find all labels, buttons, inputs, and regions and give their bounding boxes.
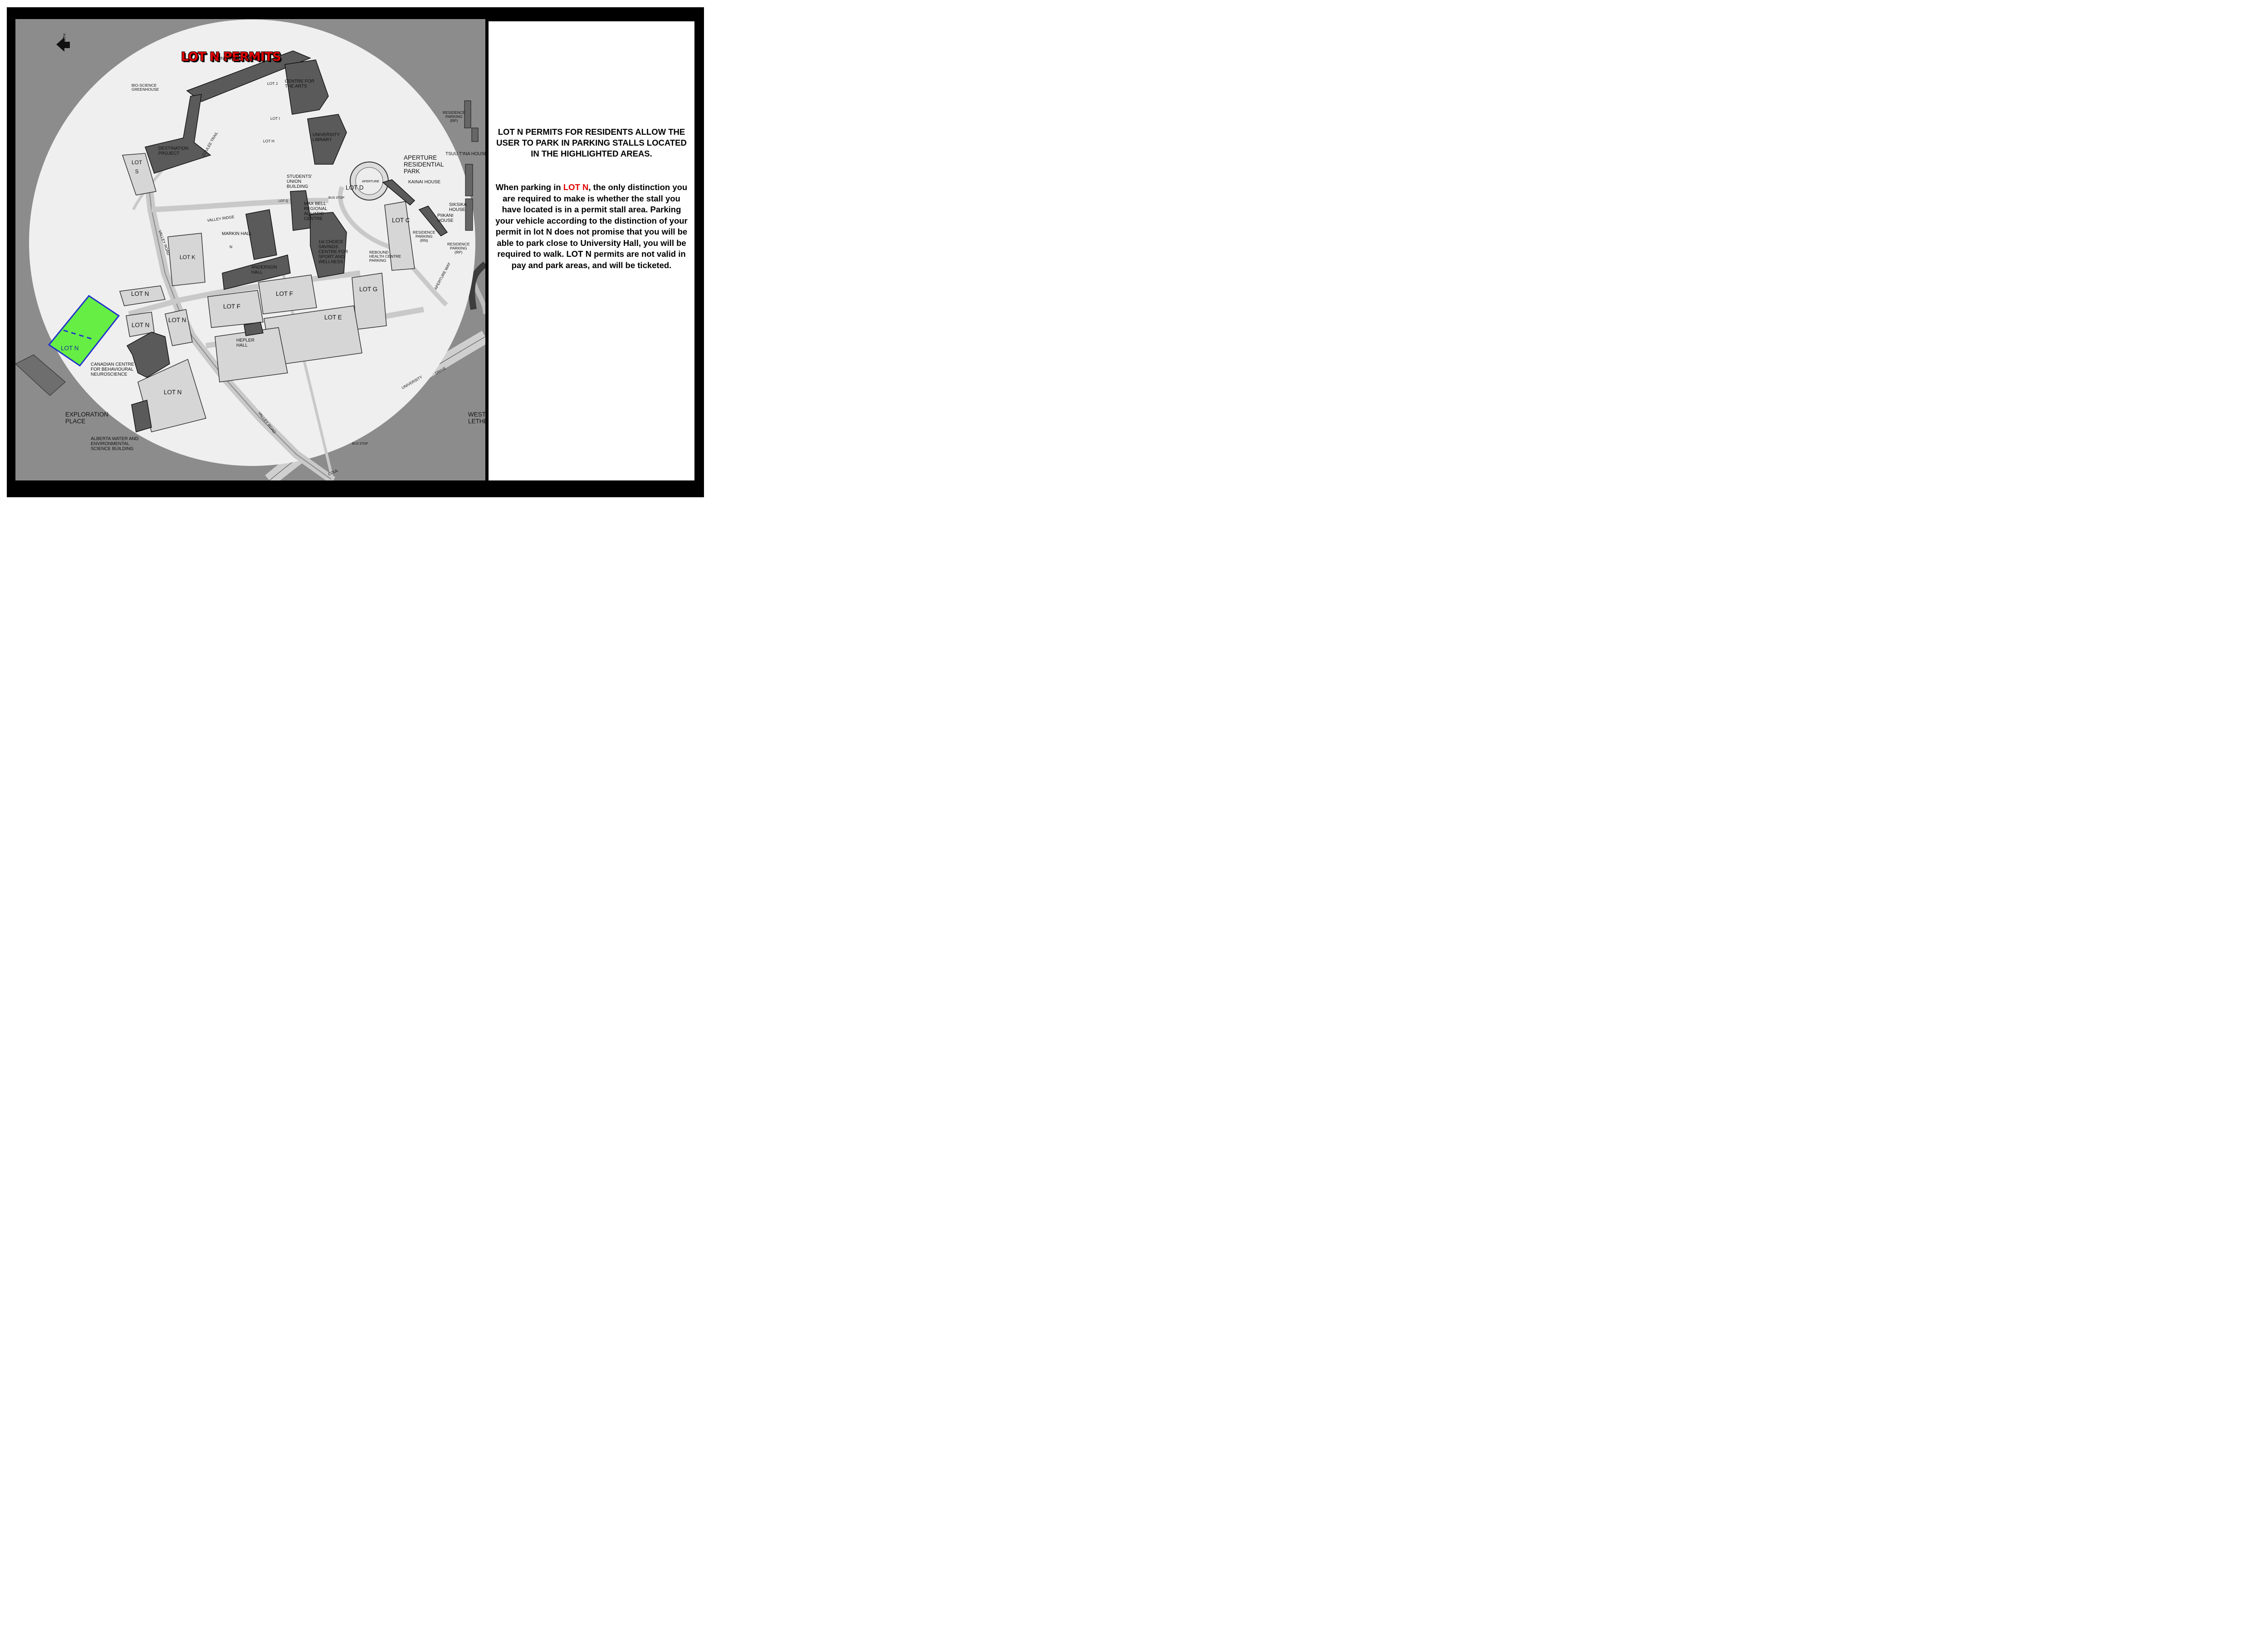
label-lot-h: LOT H xyxy=(263,139,274,143)
label-students-union: STUDENTS' UNION BUILDING xyxy=(287,174,312,189)
label-lot-n-4: LOT N xyxy=(164,389,182,396)
hepler-lot xyxy=(215,327,288,382)
lot-f-1 xyxy=(207,290,264,328)
kainai-house xyxy=(382,179,415,206)
label-n-mark: N xyxy=(230,245,233,249)
lot-f-2 xyxy=(258,274,317,314)
label-lot-k: LOT K xyxy=(180,254,196,260)
label-canadian-centre: CANADIAN CENTRE FOR BEHAVIOURAL NEUROSCI… xyxy=(91,362,134,377)
alberta-water xyxy=(131,400,152,432)
label-lot-e: LOT E xyxy=(324,314,342,321)
label-residence-parking-rp-2: RESIDENCE PARKING (RP) xyxy=(447,242,470,255)
campus-map-drawing xyxy=(15,19,485,480)
label-markin-hall: MARKIN HALL xyxy=(222,231,252,236)
label-lot-s: LOT S xyxy=(132,159,142,175)
label-tsuu-tina: TSUU T'INA HOUSE xyxy=(445,152,485,157)
parking-lots xyxy=(119,153,415,432)
label-lot-i: LOT I xyxy=(270,116,280,121)
info-body-start: When parking in xyxy=(495,182,563,192)
label-rebound: REBOUND HEALTH CENTRE PARKING xyxy=(369,250,401,263)
label-exploration-place: EXPLORATION PLACE xyxy=(65,411,109,425)
label-university-library: UNIVERSITY LIBRARY xyxy=(313,132,340,142)
label-bus-stop-1: BUS STOP xyxy=(328,196,345,200)
label-piikani-house: PIIKANI HOUSE xyxy=(437,213,454,223)
anderson-hall xyxy=(222,255,291,290)
markin-hall xyxy=(245,209,277,260)
info-panel: LOT N PERMITS FOR RESIDENTS ALLOW THE US… xyxy=(489,21,694,480)
info-body-rest: , the only distinction you are required … xyxy=(495,182,688,270)
piikani-house xyxy=(418,206,448,236)
info-heading: LOT N PERMITS FOR RESIDENTS ALLOW THE US… xyxy=(496,127,687,158)
lot-c xyxy=(384,201,415,271)
label-destination-project: DESTINATION PROJECT xyxy=(158,146,189,156)
lot-k xyxy=(167,233,205,286)
hepler-hall xyxy=(244,322,264,336)
label-hepler-hall: HEPLER HALL xyxy=(236,338,255,348)
label-lot-f-1: LOT F xyxy=(276,290,293,297)
label-lot-n-3: LOT N xyxy=(132,322,150,328)
label-aperture-park: APERTURE RESIDENTIAL PARK xyxy=(404,154,444,175)
sport-centre xyxy=(310,212,347,278)
label-lot-n-1: LOT N xyxy=(131,290,149,297)
label-lot-n-highlight: LOT N xyxy=(61,345,79,352)
destination-project xyxy=(145,94,211,174)
lot-n-2 xyxy=(126,312,155,337)
label-siksika-house: SIKSIKA HOUSE xyxy=(449,202,467,212)
page: { "map": { "title": "LOT N PERMITS", "no… xyxy=(0,0,711,505)
buildings xyxy=(126,50,448,432)
library xyxy=(307,114,347,165)
lot-n-highlight xyxy=(48,294,120,367)
lot-n-3 xyxy=(165,309,193,346)
lot-n-1 xyxy=(119,285,166,306)
info-body-highlight: LOT N xyxy=(563,182,589,192)
label-residence-parking-rp-1: RESIDENCE PARKING (RP) xyxy=(443,110,465,123)
north-label: NORTH xyxy=(62,33,67,47)
label-lot-c: LOT C xyxy=(392,217,410,224)
info-body: When parking in LOT N, the only distinct… xyxy=(492,182,691,271)
campus-map[interactable]: LOT N PERMITS NORTH UNIVERSITY HALL CENT… xyxy=(15,19,485,480)
label-anderson-hall: ANDERSON HALL xyxy=(251,265,277,275)
label-bio-science: BIO-SCIENCE GREENHOUSE xyxy=(132,83,159,92)
label-residence-parking-rn: RESIDENCE PARKING (RN) xyxy=(413,230,435,243)
label-bus-stop-2: BUS STOP xyxy=(352,442,368,446)
label-alberta-water: ALBERTA WATER AND ENVIRONMENTAL SCIENCE … xyxy=(91,436,139,451)
label-lot-q: LOT Q xyxy=(279,200,288,203)
arts-centre xyxy=(284,59,329,115)
label-lot-j: LOT J xyxy=(267,81,278,86)
label-aperture: APERTURE xyxy=(362,180,379,183)
label-lot-g: LOT G xyxy=(359,286,378,293)
label-university-hall: UNIVERSITY HALL xyxy=(218,56,258,61)
lot-s xyxy=(122,153,156,196)
north-arrow-icon xyxy=(56,37,64,52)
label-lot-d: LOT D xyxy=(346,184,364,191)
label-lot-f-2: LOT F xyxy=(223,303,241,310)
label-lot-n-2: LOT N xyxy=(168,317,186,323)
lot-g xyxy=(352,273,387,330)
label-first-choice: 1st CHOICE SAVINGS CENTRE FOR SPORT AND … xyxy=(318,240,348,265)
label-kainai-house: KAINAI HOUSE xyxy=(408,180,441,185)
label-centre-for-arts: CENTRE FOR THE ARTS xyxy=(285,79,314,89)
map-title: LOT N PERMITS xyxy=(181,50,281,64)
label-west-lethbridge: WEST LETHBR xyxy=(468,411,485,425)
exploration-place xyxy=(15,354,66,396)
label-max-bell: MAX BELL REGIONAL AQUATIC CENTRE xyxy=(304,201,327,221)
canadian-centre xyxy=(126,332,170,378)
